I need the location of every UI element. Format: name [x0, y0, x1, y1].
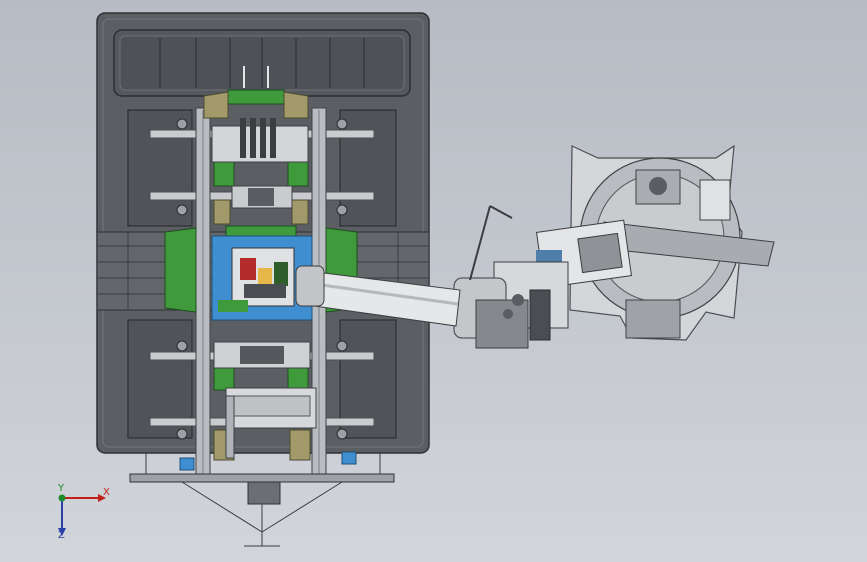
top-storage-tray	[113, 29, 411, 97]
z-axis-label: Z	[58, 530, 65, 541]
bottom-base-rail	[129, 451, 395, 547]
coordinate-triad	[58, 494, 106, 536]
blue-clamp-assembly	[211, 235, 313, 321]
upper-clamp-module	[211, 66, 309, 209]
robot-spindle-tube	[295, 265, 461, 327]
robot-wrist	[453, 205, 569, 349]
x-axis-label: X	[103, 487, 110, 498]
green-fixture-blocks	[164, 89, 358, 391]
y-axis-label: Y	[58, 483, 65, 494]
robot-arm-link	[535, 219, 775, 289]
frame-bolts	[176, 118, 348, 440]
lower-clamp-module	[213, 341, 317, 459]
